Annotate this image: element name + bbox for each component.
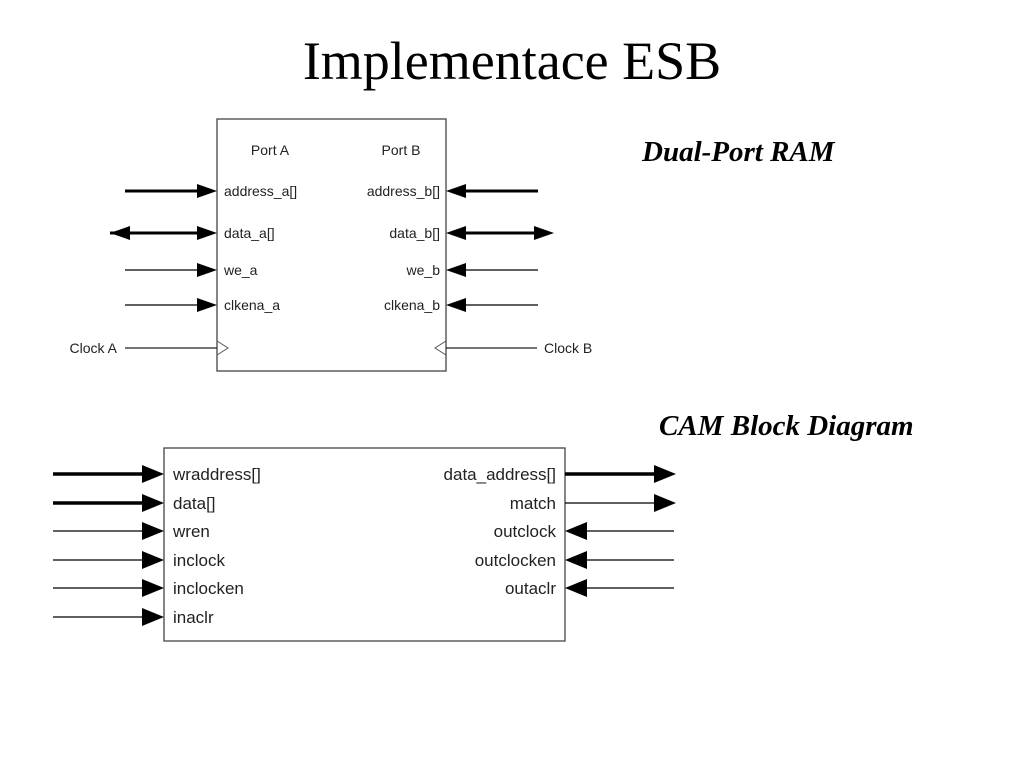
cam-block: [163, 447, 566, 642]
port-a-signal: we_a: [125, 262, 258, 278]
arrow-right-icon: [197, 263, 217, 277]
cam-right-signal: match: [510, 494, 676, 513]
slide-title: Implementace ESB: [302, 31, 722, 91]
port-b-signal-label: clkena_b: [384, 297, 440, 313]
arrow-left-icon: [446, 226, 466, 240]
cam-input-label: inclocken: [173, 579, 244, 598]
arrow-right-icon: [142, 494, 164, 512]
port-b-signal: data_b[]: [389, 225, 554, 241]
arrow-right-icon: [534, 226, 554, 240]
cam-input-signal: data[]: [53, 494, 216, 513]
port-a-signal: address_a[]: [125, 183, 297, 199]
arrow-right-icon: [654, 494, 676, 512]
dual-port-ram-caption: Dual-Port RAM: [642, 136, 835, 168]
cam-input-signal: inaclr: [53, 608, 214, 627]
port-b-signal-label: data_b[]: [389, 225, 440, 241]
port-b-signal: clkena_b: [384, 297, 538, 313]
cam-right-signal: outclock: [494, 522, 674, 541]
arrow-left-icon: [110, 226, 130, 240]
cam-input-label: inaclr: [173, 608, 214, 627]
arrow-right-icon: [197, 226, 217, 240]
port-b-header: Port B: [382, 142, 421, 158]
cam-input-signal: inclocken: [53, 579, 244, 598]
cam-input-label: inclock: [173, 551, 225, 570]
port-a-signal: data_a[]: [110, 225, 275, 241]
port-a-header: Port A: [251, 142, 290, 158]
arrow-left-icon: [446, 263, 466, 277]
arrow-right-icon: [142, 465, 164, 483]
arrow-right-icon: [197, 298, 217, 312]
arrow-left-icon: [565, 522, 587, 540]
clock-b-label: Clock B: [544, 340, 592, 356]
port-a-signal-label: we_a: [223, 262, 258, 278]
cam-right-label: outaclr: [505, 579, 556, 598]
arrow-right-icon: [142, 522, 164, 540]
arrow-right-icon: [197, 184, 217, 198]
arrow-left-icon: [446, 298, 466, 312]
clock-a-label: Clock A: [70, 340, 118, 356]
port-a-signal-label: clkena_a: [224, 297, 280, 313]
cam-input-label: data[]: [173, 494, 216, 513]
cam-right-signal: data_address[]: [444, 465, 676, 484]
arrow-left-icon: [565, 579, 587, 597]
arrow-left-icon: [446, 184, 466, 198]
port-b-signal: address_b[]: [367, 183, 538, 199]
cam-right-label: match: [510, 494, 556, 513]
arrow-right-icon: [142, 608, 164, 626]
dual-port-ram-diagram: Port A Port B address_a[] data_a[] we_aclk…: [70, 118, 592, 372]
cam-input-label: wren: [172, 522, 210, 541]
clock-b-triangle-icon: [434, 340, 447, 356]
cam-input-signal: wren: [53, 522, 210, 541]
port-a-signal-label: address_a[]: [224, 183, 297, 199]
cam-right-label: outclocken: [475, 551, 556, 570]
clock-a-triangle-icon: [216, 340, 229, 356]
cam-input-signal: wraddress[]: [53, 465, 261, 484]
cam-right-signal: outaclr: [505, 579, 674, 598]
cam-right-label: data_address[]: [444, 465, 556, 484]
cam-right-label: outclock: [494, 522, 557, 541]
cam-input-label: wraddress[]: [172, 465, 261, 484]
port-b-signal-label: address_b[]: [367, 183, 440, 199]
dual-port-ram-block: [216, 118, 447, 372]
port-b-signal: we_b: [406, 262, 538, 278]
arrow-right-icon: [142, 551, 164, 569]
cam-input-signal: inclock: [53, 551, 225, 570]
cam-diagram: wraddress[] data[] wren inclock inclocken ina…: [53, 447, 676, 642]
port-a-signal: clkena_a: [125, 297, 280, 313]
port-b-signal-label: we_b: [406, 262, 441, 278]
cam-right-signal: outclocken: [475, 551, 674, 570]
arrow-left-icon: [565, 551, 587, 569]
arrow-right-icon: [142, 579, 164, 597]
cam-caption: CAM Block Diagram: [659, 410, 914, 442]
arrow-right-icon: [654, 465, 676, 483]
port-a-signal-label: data_a[]: [224, 225, 275, 241]
